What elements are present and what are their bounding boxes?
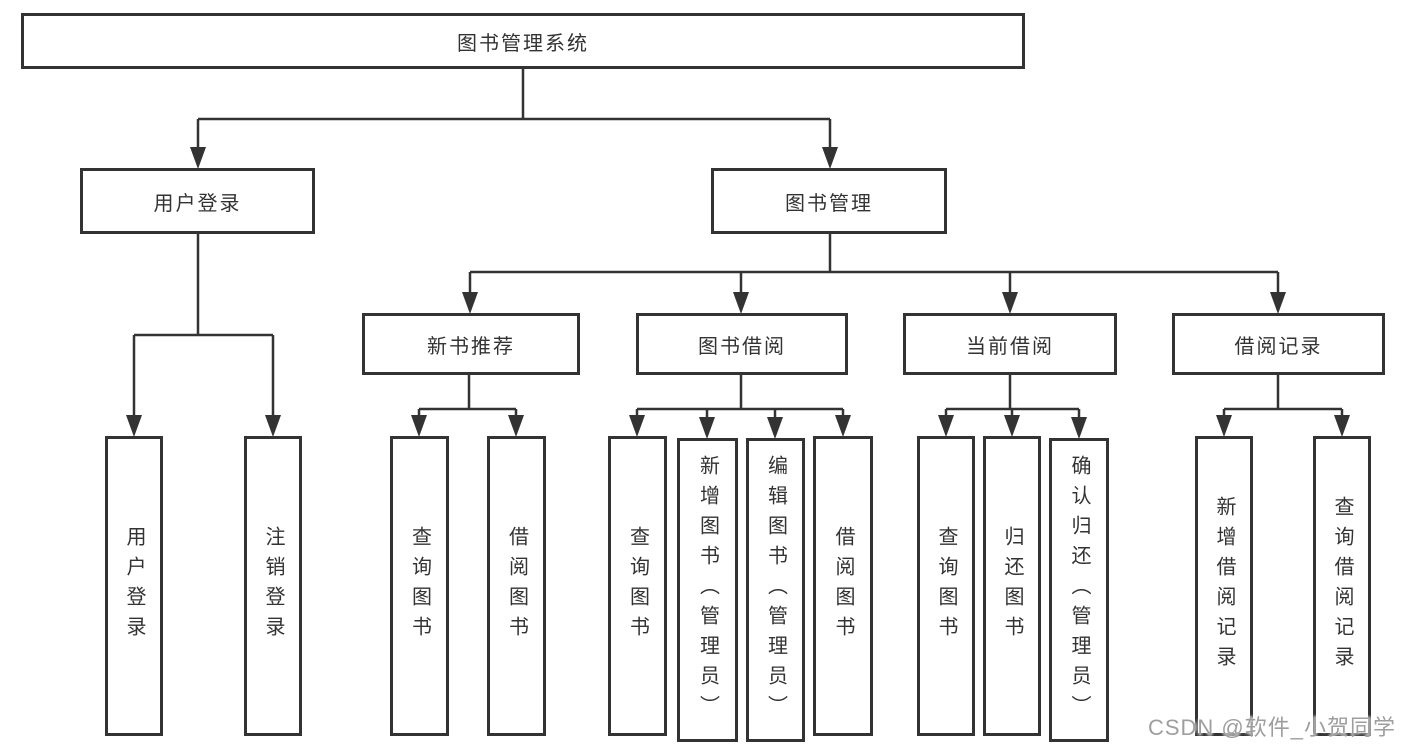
node-library-management-system: 图书管理系统 bbox=[21, 13, 1025, 69]
arrowhead bbox=[767, 417, 783, 439]
leaf-label: 编辑图书（管理员） bbox=[764, 455, 787, 725]
node-label: 当前借阅 bbox=[966, 335, 1054, 358]
leaf-label: 借阅图书 bbox=[505, 526, 528, 646]
leaf-label: 确认归还（管理员） bbox=[1068, 455, 1090, 725]
node-user-login: 用户登录 bbox=[80, 168, 315, 234]
node-current-borrowing: 当前借阅 bbox=[903, 313, 1117, 375]
leaf-edit-book-admin: 编辑图书（管理员） bbox=[746, 438, 805, 742]
leaf-label: 新增图书（管理员） bbox=[696, 455, 719, 725]
leaf-return-books: 归还图书 bbox=[983, 436, 1041, 736]
node-label: 用户登录 bbox=[153, 192, 242, 215]
connector-book-management-to-level3 bbox=[468, 234, 1280, 309]
node-label: 新书推荐 bbox=[427, 335, 515, 358]
node-label: 图书管理系统 bbox=[457, 32, 589, 55]
arrowhead bbox=[699, 417, 715, 439]
leaf-borrow-books-recommend: 借阅图书 bbox=[487, 436, 546, 736]
arrowhead bbox=[265, 415, 281, 437]
leaf-logout: 注销登录 bbox=[244, 436, 302, 736]
leaf-query-books-recommend: 查询图书 bbox=[390, 436, 449, 736]
leaf-confirm-return-admin: 确认归还（管理员） bbox=[1049, 438, 1109, 742]
leaf-user-login: 用户登录 bbox=[105, 436, 163, 736]
node-label: 图书管理 bbox=[785, 192, 873, 215]
arrowhead bbox=[835, 415, 851, 437]
connector-lines bbox=[132, 69, 1344, 434]
leaf-query-borrow-record: 查询借阅记录 bbox=[1313, 436, 1371, 736]
leaf-query-books-current: 查询图书 bbox=[917, 436, 975, 736]
arrowheads bbox=[126, 147, 1350, 439]
node-borrowing-records: 借阅记录 bbox=[1172, 313, 1385, 375]
leaf-query-books-borrowing: 查询图书 bbox=[608, 436, 667, 736]
node-book-borrowing: 图书借阅 bbox=[636, 313, 848, 375]
arrowhead bbox=[1004, 415, 1020, 437]
leaf-add-book-admin: 新增图书（管理员） bbox=[677, 438, 738, 742]
arrowhead bbox=[126, 415, 142, 437]
arrowhead bbox=[508, 415, 524, 437]
leaf-add-borrow-record: 新增借阅记录 bbox=[1195, 436, 1253, 736]
arrowhead bbox=[190, 147, 206, 169]
leaf-label: 归还图书 bbox=[1001, 526, 1023, 646]
node-new-book-recommend: 新书推荐 bbox=[362, 313, 580, 375]
leaf-label: 借阅图书 bbox=[832, 526, 854, 646]
arrowhead bbox=[462, 292, 478, 314]
arrowhead bbox=[629, 415, 645, 437]
arrowhead bbox=[938, 415, 954, 437]
arrowhead bbox=[733, 292, 749, 314]
arrowhead bbox=[1002, 292, 1018, 314]
arrowhead bbox=[1071, 417, 1087, 439]
node-label: 借阅记录 bbox=[1234, 335, 1323, 358]
node-book-management: 图书管理 bbox=[711, 168, 947, 234]
node-label: 图书借阅 bbox=[698, 335, 786, 358]
connector-user-login-to-children bbox=[132, 234, 275, 432]
leaf-borrow-books-borrowing: 借阅图书 bbox=[813, 436, 873, 736]
arrowhead bbox=[1334, 415, 1350, 437]
arrowhead bbox=[1270, 292, 1286, 314]
connector-root-to-level2 bbox=[196, 69, 832, 164]
leaf-label: 新增借阅记录 bbox=[1213, 496, 1235, 676]
watermark: CSDN @软件_小贺同学 bbox=[1147, 715, 1396, 740]
connector-new-book-recommend-to-children bbox=[417, 375, 518, 432]
arrowhead bbox=[1216, 415, 1232, 437]
connector-book-borrowing-to-children bbox=[635, 375, 845, 434]
arrowhead bbox=[411, 415, 427, 437]
arrowhead bbox=[822, 147, 838, 169]
connector-borrowing-records-to-children bbox=[1222, 375, 1344, 432]
leaf-label: 查询图书 bbox=[408, 526, 431, 646]
leaf-label: 查询图书 bbox=[935, 526, 957, 646]
leaf-label: 查询图书 bbox=[626, 526, 649, 646]
leaf-label: 注销登录 bbox=[262, 526, 284, 646]
leaf-label: 查询借阅记录 bbox=[1331, 496, 1353, 676]
leaf-label: 用户登录 bbox=[123, 526, 145, 646]
